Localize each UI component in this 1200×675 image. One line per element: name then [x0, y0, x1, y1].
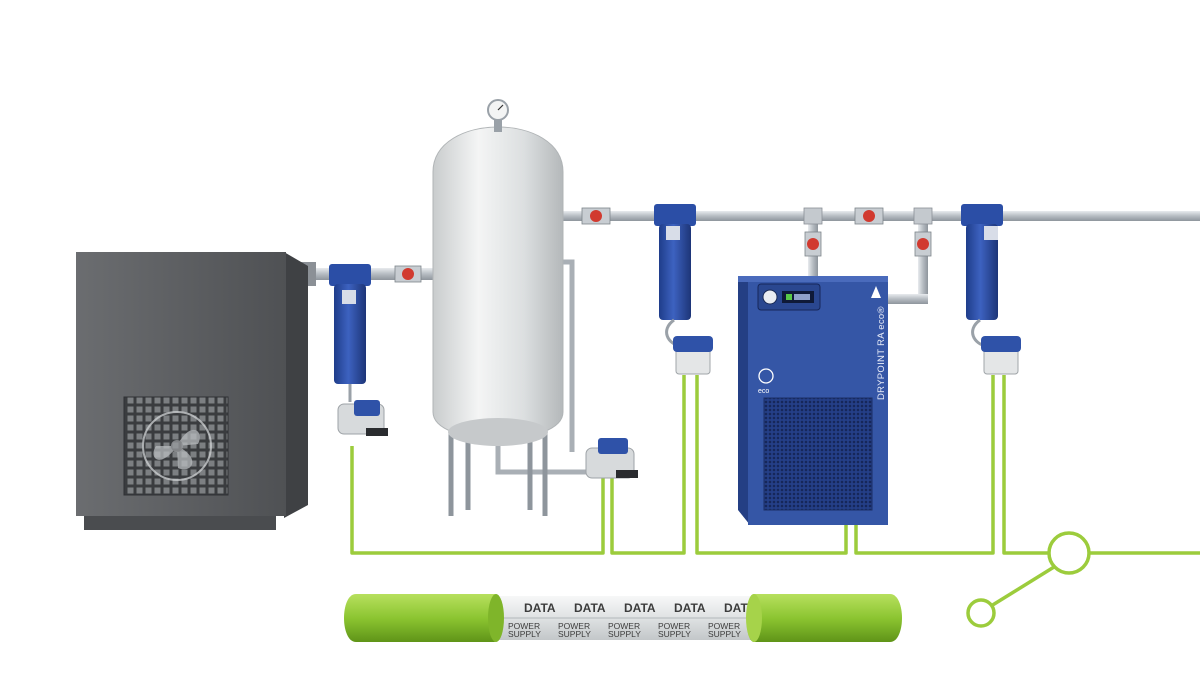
cable-right-sheath [747, 594, 903, 642]
valve-dryer-outlet [915, 232, 931, 256]
filter-3-head [961, 204, 1003, 226]
cable-supply-label: SUPPLY [558, 629, 591, 639]
pipe-branch-down-right [918, 216, 928, 302]
air-compressor [76, 252, 308, 530]
tank-bottom-cone [448, 418, 548, 446]
cable-left-sheath [344, 594, 503, 642]
filter-2-indicator [666, 226, 680, 240]
pressure-gauge-icon [488, 100, 508, 120]
filter-3-indicator [984, 226, 998, 240]
filter-2-condensate-drain [673, 336, 713, 374]
filter-1-indicator [342, 290, 356, 304]
signal-line-filter1-drain [352, 446, 603, 553]
network-node-small [968, 600, 994, 626]
dryer-brand-label: DRYPOINT RA eco® [876, 306, 887, 400]
dryer-vent-grill [764, 398, 872, 510]
filter-1-condensate-drain [338, 400, 388, 436]
valve-dryer-inlet [805, 232, 821, 256]
cable-supply-label: SUPPLY [608, 629, 641, 639]
cable-supply-label: SUPPLY [708, 629, 741, 639]
valve-tank-outlet [582, 208, 610, 224]
filter-2 [654, 204, 713, 374]
pipe-tee-right [914, 208, 932, 224]
valve-main-line [855, 208, 883, 224]
filter-3-condensate-drain [981, 336, 1021, 374]
filter-1 [329, 264, 388, 436]
power-switch-icon [763, 290, 777, 304]
cable-left-sheath-end [488, 594, 504, 642]
dryer-top-edge [738, 276, 888, 282]
tank-condensate-drain [586, 438, 638, 478]
air-receiver-tank [433, 100, 638, 516]
cable-right-sheath-end [746, 594, 762, 642]
cable-supply-label: SUPPLY [658, 629, 691, 639]
dryer-control-panel [758, 284, 820, 310]
pipe-tee-left [804, 208, 822, 224]
cable-data-label: DATA [624, 601, 656, 615]
tank-body [433, 127, 563, 439]
compressor-side [284, 252, 308, 518]
filter-3 [961, 204, 1021, 374]
cable-supply-label: SUPPLY [508, 629, 541, 639]
cable-data-label: DATA [674, 601, 706, 615]
filter-2-head [654, 204, 696, 226]
filter-1-head [329, 264, 371, 286]
network-node-large [1049, 533, 1089, 573]
cable-data-label: DATA [574, 601, 606, 615]
valve-compressor-filter [395, 266, 421, 282]
network-link [991, 567, 1054, 606]
eco-badge-label: eco [758, 388, 769, 395]
refrigeration-dryer: eco DRYPOINT RA eco® [738, 276, 888, 525]
signal-line-filter3-drain [1004, 375, 1048, 553]
data-power-cable: DATA DATA DATA DATA DATA POWER SUPPLY PO… [344, 594, 902, 642]
cable-data-label: DATA [524, 601, 556, 615]
pipe-branch-to-dryer [888, 294, 928, 304]
